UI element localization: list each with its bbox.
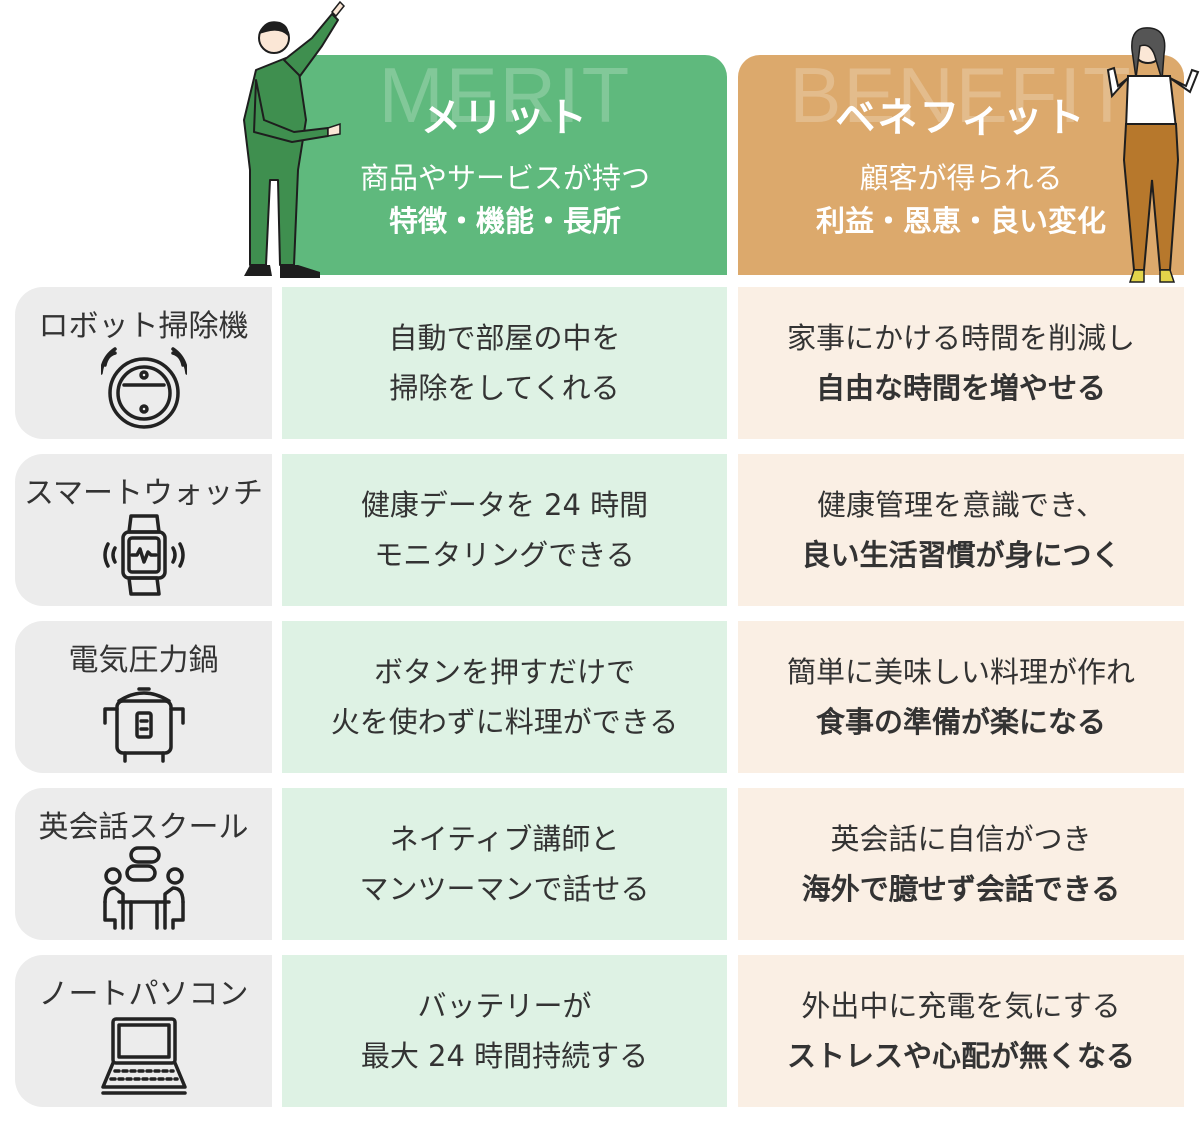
benefit-cell: 健康管理を意識でき、 良い生活習慣が身につく xyxy=(738,454,1184,606)
pressure-cooker-icon xyxy=(103,687,185,763)
merit-line: 火を使わずに料理ができる xyxy=(330,705,679,739)
conversation-icon xyxy=(103,846,185,930)
category-label: ロボット掃除機 xyxy=(38,309,249,344)
benefit-line-bold: 良い生活習慣が身につく xyxy=(801,538,1121,572)
category-cell: スマートウォッチ xyxy=(15,454,272,606)
category-label: 電気圧力鍋 xyxy=(68,643,219,678)
merit-subtitle: 商品やサービスが持つ xyxy=(359,161,650,195)
category-cell: 電気圧力鍋 xyxy=(15,621,272,773)
benefit-line: 英会話に自信がつき xyxy=(830,822,1092,856)
benefit-watermark: BENEFIT xyxy=(789,55,1133,139)
benefit-header: BENEFIT ベネフィット 顧客が得られる 利益・恩恵・良い変化 xyxy=(738,55,1184,275)
merit-line: 掃除をしてくれる xyxy=(389,371,620,405)
merit-line: ボタンを押すだけで xyxy=(373,655,635,689)
benefit-line-bold: 自由な時間を増やせる xyxy=(815,371,1106,405)
merit-cell: ボタンを押すだけで 火を使わずに料理ができる xyxy=(282,621,727,773)
benefit-line: 外出中に充電を気にする xyxy=(801,989,1121,1023)
merit-cell: ネイティブ講師と マンツーマンで話せる xyxy=(282,788,727,940)
category-label: スマートウォッチ xyxy=(23,476,264,511)
woman-illustration xyxy=(1106,27,1200,283)
category-cell: ロボット掃除機 xyxy=(15,287,272,439)
benefit-cell: 外出中に充電を気にする ストレスや心配が無くなる xyxy=(738,955,1184,1107)
businessman-illustration xyxy=(243,0,346,278)
benefit-subtitle: 顧客が得られる xyxy=(859,161,1063,195)
benefit-line-bold: 海外で臆せず会話できる xyxy=(801,872,1121,906)
robot-vacuum-icon xyxy=(101,347,187,429)
merit-line: 最大 24 時間持続する xyxy=(360,1039,649,1073)
merit-cell: 健康データを 24 時間 モニタリングできる xyxy=(282,454,727,606)
category-cell: 英会話スクール xyxy=(15,788,272,940)
smartwatch-icon xyxy=(103,514,185,596)
category-label: 英会話スクール xyxy=(38,810,249,845)
benefit-line: 家事にかける時間を削減し xyxy=(786,321,1135,355)
merit-line: バッテリーが xyxy=(417,989,592,1023)
merit-subtitle-bold: 特徴・機能・長所 xyxy=(388,204,621,238)
merit-line: モニタリングできる xyxy=(374,538,635,572)
benefit-line: 簡単に美味しい料理が作れ xyxy=(786,655,1135,689)
merit-line: 健康データを 24 時間 xyxy=(360,488,649,522)
benefit-title: ベネフィット xyxy=(835,95,1087,141)
benefit-line-bold: 食事の準備が楽になる xyxy=(815,705,1106,739)
benefit-subtitle-bold: 利益・恩恵・良い変化 xyxy=(815,204,1106,238)
merit-line: ネイティブ講師と xyxy=(389,822,620,856)
merit-title: メリット xyxy=(421,95,589,141)
category-label: ノートパソコン xyxy=(38,977,249,1012)
merit-watermark: MERIT xyxy=(378,55,632,139)
laptop-icon xyxy=(101,1017,187,1095)
merit-line: 自動で部屋の中を xyxy=(388,321,621,355)
category-cell: ノートパソコン xyxy=(15,955,272,1107)
benefit-cell: 英会話に自信がつき 海外で臆せず会話できる xyxy=(738,788,1184,940)
merit-line: マンツーマンで話せる xyxy=(359,872,650,906)
benefit-line: 健康管理を意識でき、 xyxy=(817,488,1105,522)
merit-cell: 自動で部屋の中を 掃除をしてくれる xyxy=(282,287,727,439)
benefit-cell: 簡単に美味しい料理が作れ 食事の準備が楽になる xyxy=(738,621,1184,773)
merit-cell: バッテリーが 最大 24 時間持続する xyxy=(282,955,727,1107)
merit-header: MERIT メリット 商品やサービスが持つ 特徴・機能・長所 xyxy=(283,55,727,275)
benefit-line-bold: ストレスや心配が無くなる xyxy=(786,1039,1135,1073)
benefit-cell: 家事にかける時間を削減し 自由な時間を増やせる xyxy=(738,287,1184,439)
